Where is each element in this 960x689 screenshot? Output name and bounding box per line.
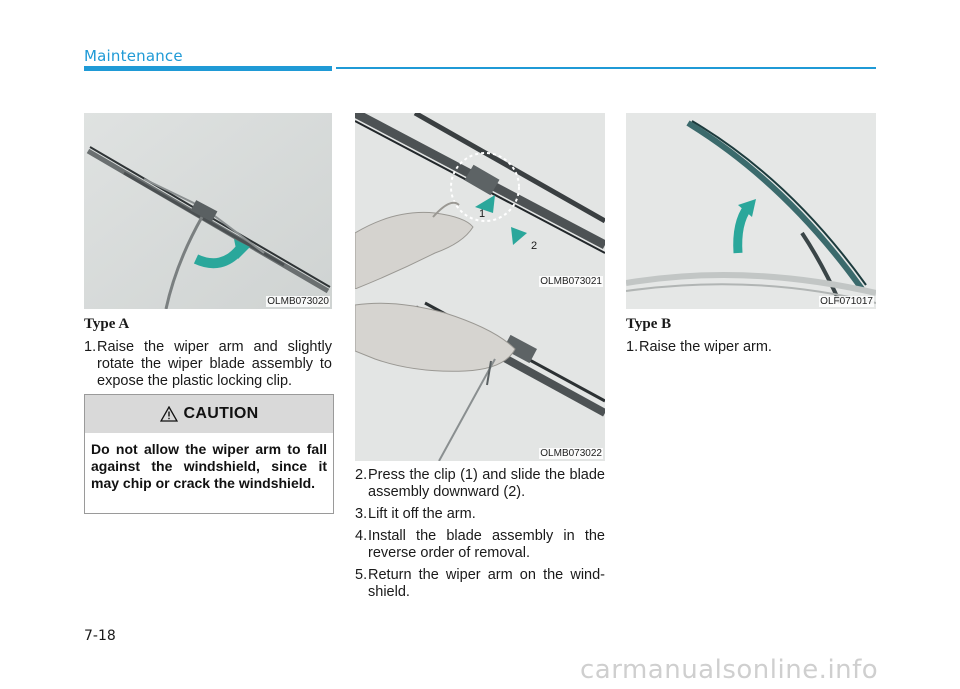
- figure-code: OLF071017: [819, 296, 874, 307]
- type-a-step-1: 1. Raise the wiper arm and slightly rota…: [84, 339, 332, 390]
- caution-header: CAUTION: [85, 395, 333, 433]
- type-b-heading: Type B: [626, 316, 672, 332]
- step-4: 4. Install the blade assembly in the rev…: [355, 528, 605, 562]
- type-b-step-1: 1. Raise the wiper arm.: [626, 339, 876, 356]
- step-number: 3.: [355, 506, 368, 522]
- figure-code: OLMB073020: [266, 296, 330, 307]
- figure-type-a-wiper: OLMB073020: [84, 113, 332, 309]
- caution-body: Do not allow the wiper arm to fall again…: [91, 441, 327, 491]
- caution-box: CAUTION Do not allow the wiper arm to fa…: [84, 394, 334, 514]
- section-title: Maintenance: [84, 47, 183, 65]
- watermark: carmanualsonline.info: [580, 655, 879, 685]
- step-2: 2. Press the clip (1) and slide the blad…: [355, 467, 605, 501]
- figure-press-clip: 1 2 OLMB073021: [355, 113, 605, 289]
- step-text: Return the wiper arm on the wind-shield.: [368, 567, 605, 600]
- callout-1: 1: [479, 208, 485, 220]
- step-text: Lift it off the arm.: [368, 506, 476, 522]
- step-number: 2.: [355, 467, 368, 483]
- step-text: Install the blade assembly in the revers…: [368, 528, 605, 561]
- step-text: Raise the wiper arm and slightly rotate …: [97, 339, 332, 389]
- step-5: 5. Return the wiper arm on the wind-shie…: [355, 567, 605, 601]
- figure-code: OLMB073021: [539, 276, 603, 287]
- wiper-illustration-1: [84, 113, 332, 309]
- caution-title: CAUTION: [183, 405, 259, 422]
- page-number: 7-18: [84, 628, 116, 644]
- figure-code: OLMB073022: [539, 448, 603, 459]
- wiper-illustration-2: 1 2: [355, 113, 605, 289]
- header-rule-thick: [84, 66, 332, 71]
- step-number: 1.: [84, 339, 97, 355]
- step-text: Press the clip (1) and slide the blade a…: [368, 467, 605, 500]
- figure-slide-blade: OLMB073022: [355, 289, 605, 461]
- type-a-heading: Type A: [84, 316, 130, 332]
- warning-triangle-icon: [159, 406, 178, 422]
- step-number: 1.: [626, 339, 639, 355]
- wiper-illustration-4: [626, 113, 876, 309]
- step-number: 4.: [355, 528, 368, 544]
- callout-2: 2: [531, 240, 537, 252]
- wiper-illustration-3: [355, 289, 605, 461]
- figure-type-b-wiper: OLF071017: [626, 113, 876, 309]
- step-3: 3. Lift it off the arm.: [355, 506, 605, 523]
- header-rule-thin: [336, 67, 876, 69]
- step-number: 5.: [355, 567, 368, 583]
- step-text: Raise the wiper arm.: [639, 339, 772, 355]
